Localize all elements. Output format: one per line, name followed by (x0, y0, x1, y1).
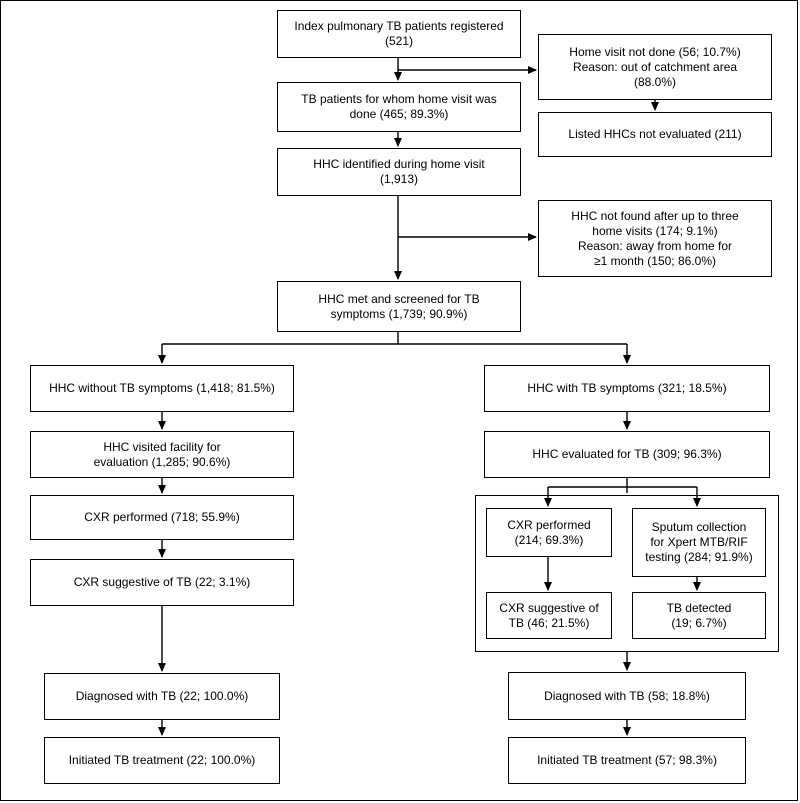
node-text: Diagnosed with TB (22; 100.0%) (75, 689, 249, 703)
node-text: Reason: away from home for (577, 238, 733, 253)
hhc-without-symptoms-box: HHC without TB symptoms (1,418; 81.5%) (30, 365, 294, 412)
node-text: Sputum collection (651, 520, 747, 534)
node-text: TB (46; 21.5%) (508, 615, 590, 630)
tb-detected-box: TB detected(19; 6.7%) (632, 592, 766, 639)
node-text: evaluation (1,285; 90.6%) (93, 454, 231, 469)
node-text: HHC without TB symptoms (1,418; 81.5%) (49, 381, 275, 395)
node-text: Reason: out of catchment area (572, 59, 738, 74)
node-text: symptoms (1,739; 90.9%) (330, 306, 468, 321)
cxr-performed-right-box: CXR performed(214; 69.3%) (486, 508, 612, 557)
node-text: HHC evaluated for TB (309; 96.3%) (532, 447, 722, 461)
evaluation-group-frame (475, 495, 779, 652)
node-text: testing (284; 91.9%) (645, 550, 753, 564)
hhc-evaluated-box: HHC evaluated for TB (309; 96.3%) (484, 431, 770, 478)
cxr-performed-left-box: CXR performed (718; 55.9%) (30, 495, 294, 540)
node-text: Diagnosed with TB (58; 18.8%) (544, 688, 710, 703)
node-text: Initiated TB treatment (22; 100.0%) (68, 753, 256, 767)
hhc-identified-box: HHC identified during home visit(1,913) (277, 148, 521, 196)
node-text: (1,913) (379, 172, 418, 186)
node-text: CXR suggestive of TB (22; 3.1%) (73, 575, 251, 589)
node-text: HHC identified during home visit (313, 157, 485, 171)
node-text: (88.0%) (633, 74, 676, 89)
node-text: Initiated TB treatment (57; 98.3%) (537, 753, 717, 767)
diagnosed-right-box: Diagnosed with TB (58; 18.8%) (508, 672, 746, 720)
listed-hhc-not-evaluated-box: Listed HHCs not evaluated (211) (538, 112, 772, 157)
node-text: home visits (174; 9.1%) (592, 223, 718, 238)
home-visit-not-done-box: Home visit not done (56; 10.7%)Reason: o… (538, 34, 772, 100)
node-text: HHC visited facility for (103, 439, 221, 454)
node-text: done (465; 89.3%) (349, 107, 449, 121)
node-text: ≥1 month (150; 86.0%) (594, 253, 716, 268)
node-text: for Xpert MTB/RIF (650, 535, 748, 549)
node-text: HHC with TB symptoms (321; 18.5%) (527, 381, 727, 395)
node-text: Listed HHCs not evaluated (211) (568, 127, 742, 141)
node-text: CXR performed (718; 55.9%) (84, 510, 240, 524)
cxr-suggestive-left-box: CXR suggestive of TB (22; 3.1%) (30, 559, 294, 606)
node-text: (214; 69.3%) (514, 532, 584, 547)
node-text: (521) (384, 34, 413, 48)
node-text: Index pulmonary TB patients registered (294, 19, 504, 33)
node-text: TB patients for whom home visit was (301, 92, 497, 106)
node-text: (19; 6.7%) (671, 615, 727, 630)
node-text: TB detected (666, 600, 732, 615)
node-text: Home visit not done (56; 10.7%) (569, 44, 741, 59)
node-text: HHC met and screened for TB (318, 291, 480, 306)
treatment-left-box: Initiated TB treatment (22; 100.0%) (44, 737, 280, 784)
index-registered-box: Index pulmonary TB patients registered(5… (277, 10, 521, 58)
diagnosed-left-box: Diagnosed with TB (22; 100.0%) (44, 673, 280, 720)
node-text: CXR suggestive of (499, 600, 599, 615)
hhc-with-symptoms-box: HHC with TB symptoms (321; 18.5%) (484, 365, 770, 412)
node-text: HHC not found after up to three (571, 208, 739, 223)
treatment-right-box: Initiated TB treatment (57; 98.3%) (508, 737, 746, 784)
node-text: CXR performed (507, 517, 591, 532)
